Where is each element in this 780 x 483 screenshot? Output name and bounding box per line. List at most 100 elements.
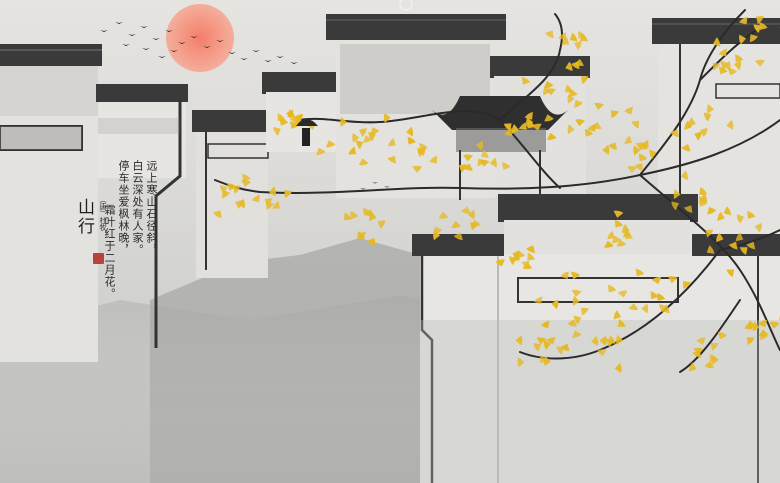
ginkgo-leaf — [543, 80, 554, 89]
poem-author: （唐）杜牧 — [99, 196, 107, 231]
ginkgo-leaf — [670, 129, 679, 138]
ginkgo-leaf — [635, 268, 645, 277]
ginkgo-leaf — [526, 117, 534, 128]
ginkgo-leaf — [407, 136, 417, 145]
ginkgo-leaf — [753, 24, 762, 33]
ginkgo-leaf — [700, 127, 708, 137]
ginkgo-leaf — [377, 220, 386, 229]
ginkgo-leaf — [242, 173, 251, 182]
ginkgo-leaf — [735, 232, 744, 242]
ginkgo-leaf — [651, 277, 662, 285]
ginkgo-leaf — [543, 85, 551, 96]
ginkgo-leaf — [213, 210, 222, 219]
ginkgo-leaf — [608, 284, 617, 293]
red-seal-stamp — [93, 253, 104, 264]
ginkgo-leaf — [463, 163, 473, 171]
ginkgo-leaf — [463, 154, 474, 162]
ginkgo-leaf — [749, 34, 759, 43]
ginkgo-leaf — [518, 122, 527, 130]
ginkgo-leaf — [603, 240, 614, 248]
ginkgo-leaf — [575, 119, 585, 127]
ginkgo-leaf — [241, 179, 252, 187]
ginkgo-leaf — [501, 162, 511, 170]
ginkgo-leaf — [284, 190, 293, 198]
ginkgo-leaf — [412, 165, 423, 173]
ginkgo-leaf — [569, 32, 578, 42]
ginkgo-leaf — [268, 186, 276, 197]
ginkgo-leaf — [728, 241, 738, 250]
ginkgo-leaf — [279, 118, 289, 126]
ginkgo-leaf — [727, 68, 738, 76]
ginkgo-leaf — [533, 342, 542, 352]
ginkgo-leaf — [357, 231, 365, 239]
ginkgo-leaf — [418, 146, 426, 156]
ginkgo-leaf — [560, 271, 569, 280]
middle-building — [192, 72, 340, 278]
ginkgo-leaf — [383, 112, 391, 123]
poem-line-3: 停车坐爱枫林晚， — [117, 160, 130, 256]
ginkgo-leaf — [567, 93, 575, 104]
ginkgo-leaf — [290, 121, 299, 129]
watermark-logo — [399, 0, 413, 11]
ginkgo-leaf — [689, 362, 697, 372]
ginkgo-leaf — [602, 144, 610, 155]
ginkgo-leaf — [511, 124, 519, 134]
ginkgo-leaf — [460, 206, 471, 214]
ginkgo-leaf — [545, 30, 554, 39]
ginkgo-leaf — [616, 334, 624, 345]
ginkgo-leaf — [680, 170, 688, 181]
ginkgo-leaf — [617, 319, 626, 327]
ginkgo-leaf — [641, 303, 649, 314]
ginkgo-leaf — [581, 307, 589, 316]
ginkgo-leaf — [531, 123, 542, 131]
ginkgo-leaf — [543, 340, 551, 350]
ginkgo-leaf — [526, 245, 536, 253]
ginkgo-leaf — [681, 144, 691, 152]
ginkgo-leaf — [625, 231, 634, 240]
ginkgo-leaf — [624, 107, 634, 115]
ginkgo-leaf — [671, 201, 679, 211]
ginkgo-leaf — [710, 342, 719, 351]
figure-with-umbrella — [296, 119, 318, 146]
ginkgo-leaf — [316, 147, 326, 156]
ginkgo-leaf — [574, 40, 582, 50]
ginkgo-leaf — [340, 116, 348, 127]
ginkgo-leaf — [613, 310, 621, 320]
ginkgo-leaf — [659, 303, 667, 314]
ginkgo-leaf — [614, 219, 624, 228]
ginkgo-leaf — [565, 61, 573, 72]
ginkgo-leaf — [614, 362, 622, 373]
ginkgo-leaf — [527, 252, 536, 261]
ginkgo-leaf — [616, 239, 627, 247]
ginkgo-leaf — [747, 211, 756, 219]
ginkgo-leaf — [521, 76, 531, 85]
ginkgo-leaves — [213, 16, 780, 373]
ginkgo-leaf — [272, 200, 281, 209]
ginkgo-leaf — [359, 127, 367, 137]
ginkgo-leaf — [698, 195, 707, 204]
ginkgo-leaf — [517, 357, 525, 368]
ginkgo-leaf — [599, 335, 607, 346]
ginkgo-leaf — [718, 66, 728, 75]
ginkgo-leaf — [754, 222, 762, 233]
ginkgo-leaf — [611, 235, 622, 244]
ginkgo-leaf — [572, 295, 580, 306]
ginkgo-leaf — [756, 16, 764, 25]
ginkgo-leaf — [703, 112, 712, 122]
ginkgo-leaf — [693, 347, 704, 355]
ginkgo-leaf — [709, 354, 718, 362]
ginkgo-leaf — [544, 356, 551, 367]
ginkgo-leaf — [699, 187, 708, 195]
ginkgo-leaf — [757, 319, 768, 328]
ginkgo-leaf — [748, 320, 756, 331]
ginkgo-leaf — [458, 164, 467, 173]
flock-of-birds — [100, 22, 390, 190]
ginkgo-leaf — [594, 102, 604, 110]
ginkgo-leaf — [759, 22, 768, 30]
ginkgo-leaf — [712, 62, 721, 71]
ginkgo-leaf — [438, 211, 449, 219]
ginkgo-leaf — [219, 185, 228, 195]
ginkgo-leaf — [467, 209, 475, 220]
ginkgo-leaf — [572, 330, 582, 338]
ginkgo-leaf — [560, 343, 570, 352]
